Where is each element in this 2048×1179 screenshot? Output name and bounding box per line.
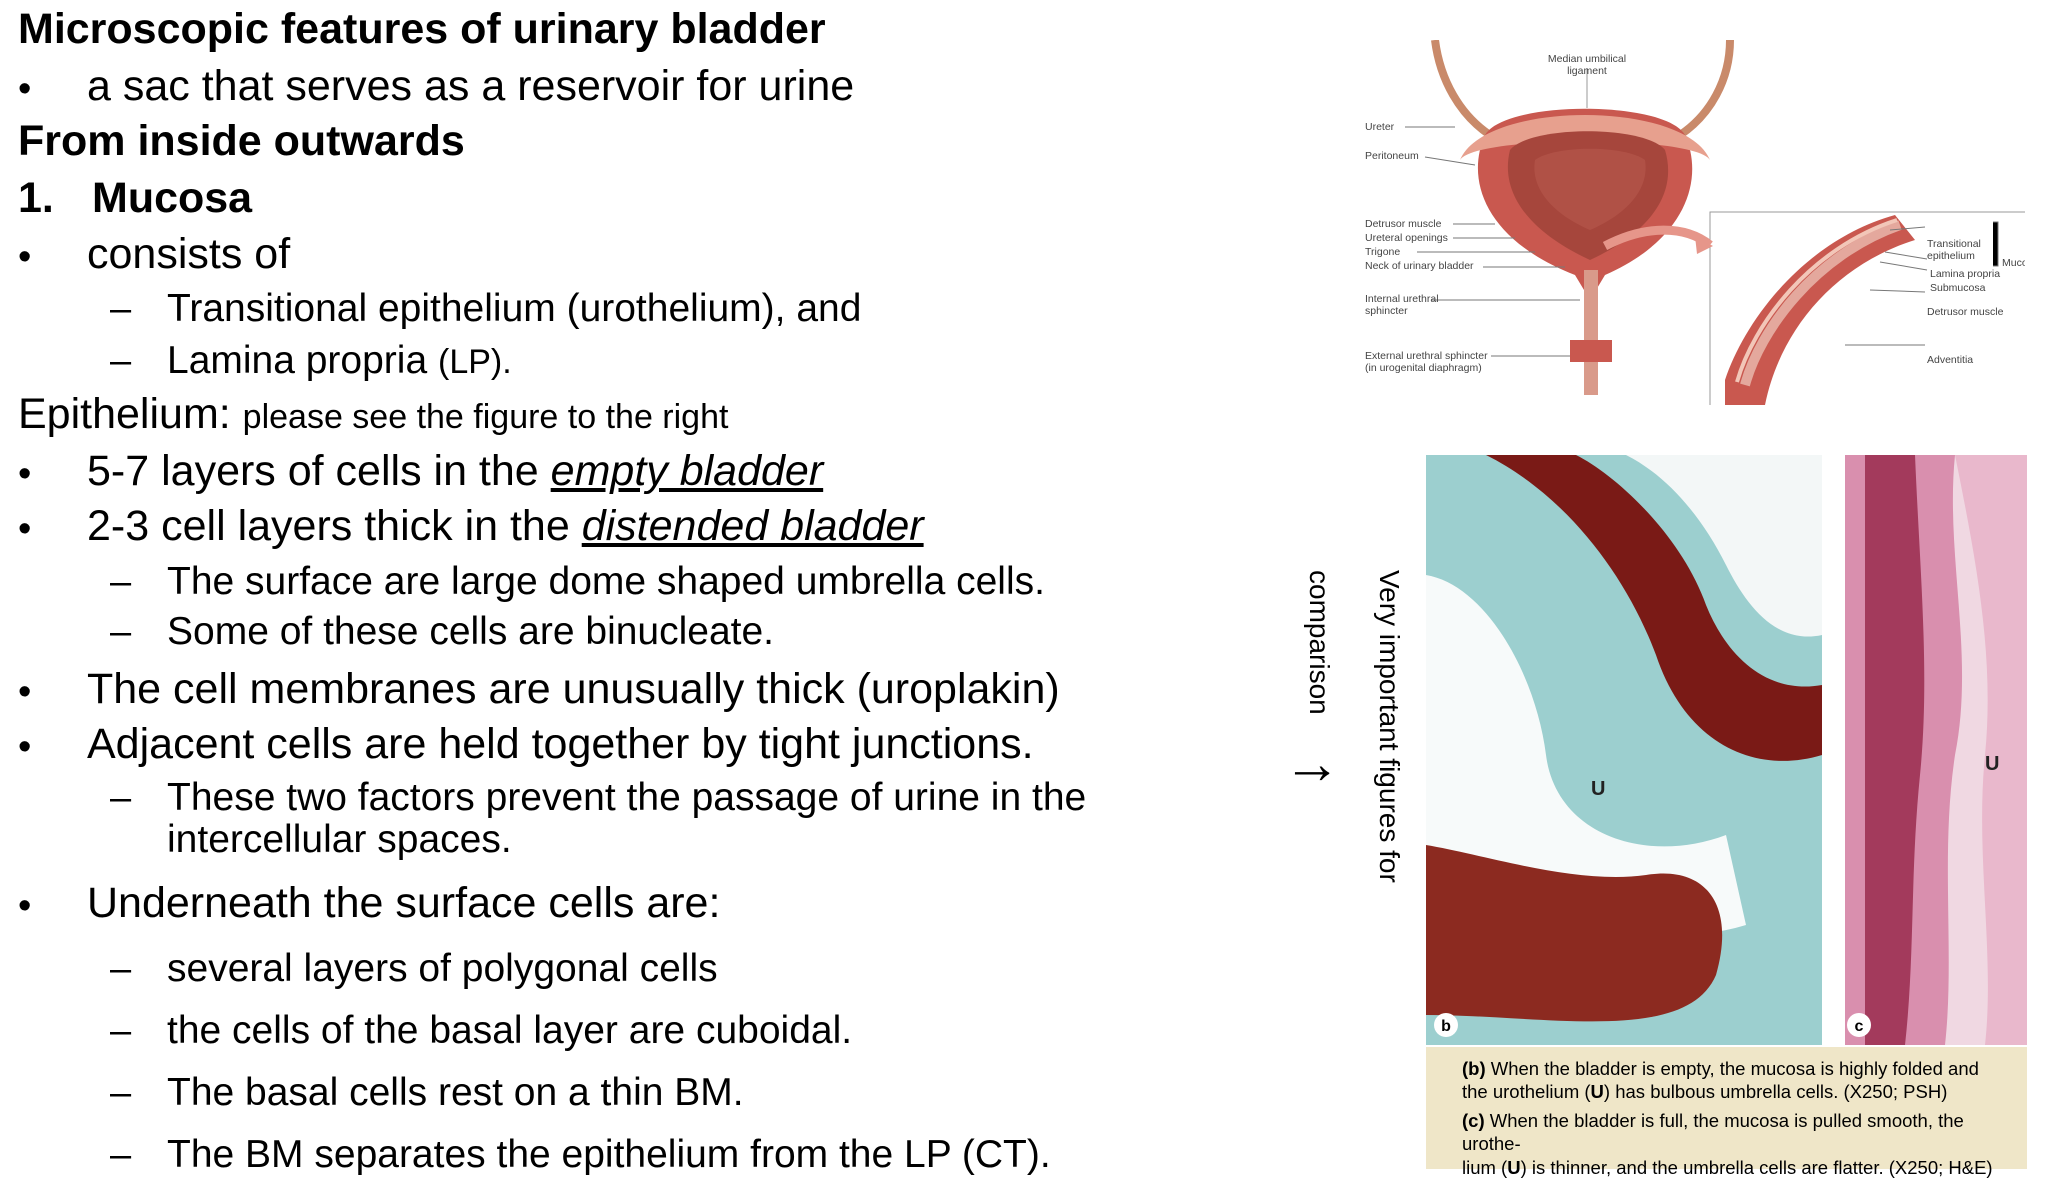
bladder-anatomy-diagram: Median umbilical ligament Ureter Periton… bbox=[1365, 40, 2025, 405]
label-median-2: ligament bbox=[1567, 65, 1607, 77]
dash-marker: – bbox=[110, 561, 132, 603]
bullet-dot: • bbox=[18, 68, 32, 110]
underneath-bullet: Underneath the surface cells are: bbox=[87, 879, 721, 927]
label-mucosa: Mucosa bbox=[2002, 257, 2025, 269]
figure-caption: (b) When the bladder is empty, the mucos… bbox=[1426, 1047, 2027, 1178]
underneath-item-1: several layers of polygonal cells bbox=[167, 947, 718, 990]
label-internal-2: sphincter bbox=[1365, 305, 1408, 317]
label-transitional-1: Transitional bbox=[1927, 238, 1981, 250]
panel-c-letter: c bbox=[1855, 1018, 1864, 1035]
layers-distended-bullet: 2-3 cell layers thick in the distended b… bbox=[87, 502, 924, 550]
vertical-label-line-2: comparison bbox=[1304, 570, 1335, 715]
prevent-line-1: These two factors prevent the passage of… bbox=[167, 776, 1087, 819]
dash-marker: – bbox=[110, 1072, 132, 1114]
epithelium-label: Epithelium: please see the figure to the… bbox=[18, 390, 729, 438]
dash-marker: – bbox=[110, 611, 132, 653]
dash-marker: – bbox=[110, 1134, 132, 1176]
label-adventitia: Adventitia bbox=[1927, 354, 1973, 366]
bullet-dot: • bbox=[18, 453, 32, 495]
consists-item-2: Lamina propria (LP). bbox=[167, 339, 512, 382]
underneath-item-2: the cells of the basal layer are cuboida… bbox=[167, 1009, 853, 1052]
label-detrusor: Detrusor muscle bbox=[1365, 218, 1442, 230]
panel-b-letter: b bbox=[1441, 1018, 1451, 1035]
right-arrow-icon: → bbox=[1283, 731, 1341, 796]
label-trigone: Trigone bbox=[1365, 246, 1400, 258]
prevent-line-2: intercellular spaces. bbox=[167, 818, 512, 861]
label-external-2: (in urogenital diaphragm) bbox=[1365, 362, 1482, 374]
junction-bullet: Adjacent cells are held together by tigh… bbox=[87, 720, 1034, 768]
urothelium-label-c: U bbox=[1985, 753, 1999, 775]
dash-marker: – bbox=[110, 340, 132, 382]
label-ureter: Ureter bbox=[1365, 121, 1395, 133]
caption-c-line-2: lium (U) is thinner, and the umbrella ce… bbox=[1462, 1156, 1993, 1178]
underneath-item-3: The basal cells rest on a thin BM. bbox=[167, 1071, 744, 1114]
page-title: Microscopic features of urinary bladder bbox=[18, 5, 826, 53]
dash-marker: – bbox=[110, 948, 132, 990]
section-number: 1. bbox=[18, 174, 54, 222]
underneath-item-4: The BM separates the epithelium from the… bbox=[167, 1133, 1051, 1176]
label-neck: Neck of urinary bladder bbox=[1365, 260, 1474, 272]
vertical-comparison-label: Very important figures for comparison bbox=[1304, 570, 1405, 883]
layers-empty-bullet: 5-7 layers of cells in the empty bladder bbox=[87, 447, 824, 495]
bullet-dot: • bbox=[18, 508, 32, 550]
order-heading: From inside outwards bbox=[18, 117, 465, 165]
urothelium-label-b: U bbox=[1591, 778, 1605, 800]
caption-c-line-1: (c) When the bladder is full, the mucosa… bbox=[1462, 1110, 1964, 1155]
membrane-bullet: The cell membranes are unusually thick (… bbox=[87, 665, 1060, 713]
dash-marker: – bbox=[110, 777, 132, 819]
surface-item-1: The surface are large dome shaped umbrel… bbox=[167, 560, 1045, 603]
label-external-1: External urethral sphincter bbox=[1365, 350, 1488, 362]
intro-bullet: a sac that serves as a reservoir for uri… bbox=[87, 62, 855, 110]
label-peritoneum: Peritoneum bbox=[1365, 150, 1419, 162]
label-submucosa: Submucosa bbox=[1930, 282, 1986, 294]
caption-b-line-2: the urothelium (U) has bulbous umbrella … bbox=[1462, 1081, 1948, 1103]
label-transitional-2: epithelium bbox=[1927, 250, 1975, 262]
consists-bullet: consists of bbox=[87, 230, 291, 278]
caption-b-line-1: (b) When the bladder is empty, the mucos… bbox=[1462, 1058, 1979, 1079]
label-ureteral: Ureteral openings bbox=[1365, 232, 1448, 244]
bullet-dot: • bbox=[18, 885, 32, 927]
label-lamina: Lamina propria bbox=[1930, 268, 2000, 280]
epithelium-note: please see the figure to the right bbox=[242, 398, 729, 436]
label-internal-1: Internal urethral bbox=[1365, 293, 1439, 305]
vertical-label-line-1: Very important figures for bbox=[1374, 570, 1405, 883]
micrograph-empty-bladder: b U bbox=[1426, 455, 1822, 1045]
distended-bladder-term: distended bladder bbox=[581, 502, 924, 550]
lp-abbrev: (LP). bbox=[438, 343, 512, 381]
section-title: Mucosa bbox=[92, 174, 253, 222]
bullet-dot: • bbox=[18, 726, 32, 768]
label-median-1: Median umbilical bbox=[1548, 53, 1626, 65]
surface-item-2: Some of these cells are binucleate. bbox=[167, 610, 775, 653]
bullet-dot: • bbox=[18, 671, 32, 713]
empty-bladder-term: empty bladder bbox=[550, 447, 824, 495]
label-detrusor-right: Detrusor muscle bbox=[1927, 306, 2004, 318]
micrograph-full-bladder: c U bbox=[1845, 455, 2027, 1045]
dash-marker: – bbox=[110, 288, 132, 330]
bullet-dot: • bbox=[18, 236, 32, 278]
dash-marker: – bbox=[110, 1010, 132, 1052]
consists-item-1: Transitional epithelium (urothelium), an… bbox=[167, 287, 862, 330]
